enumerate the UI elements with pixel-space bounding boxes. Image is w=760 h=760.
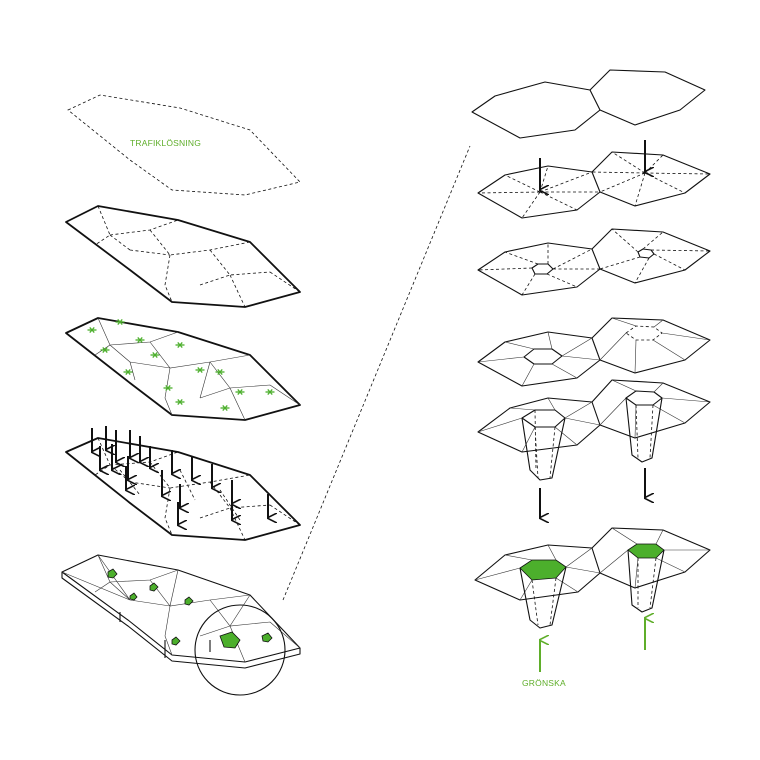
plant-icon	[135, 336, 145, 344]
detail-callout	[194, 145, 471, 696]
plant-icon	[195, 366, 205, 374]
layer-canopy-3d	[61, 554, 301, 669]
plant-icon	[163, 384, 173, 392]
plant-icon	[235, 388, 245, 396]
plant-icon	[265, 388, 275, 396]
plant-icon	[123, 368, 133, 376]
step-funnels-green	[474, 527, 711, 629]
layer-traffic-outline: TRAFIKLÖSNING	[67, 94, 301, 196]
layer-planting	[65, 317, 301, 421]
plant-icon	[175, 398, 185, 406]
traffic-label: TRAFIKLÖSNING	[130, 138, 201, 148]
step-hex-outline	[471, 69, 706, 139]
layer-load-arrows	[65, 426, 301, 541]
plant-symbols	[87, 318, 275, 412]
plant-icon	[87, 326, 97, 334]
plant-icon	[220, 404, 230, 412]
step-hex-radial	[477, 140, 711, 219]
down-arrows-left	[91, 426, 268, 525]
greenery-label: GRÖNSKA	[522, 678, 566, 688]
plant-icon	[100, 346, 110, 354]
plant-icon	[175, 341, 185, 349]
plant-icon	[215, 368, 225, 376]
step-funnels	[477, 379, 711, 481]
step-hex-ring	[477, 317, 711, 387]
layer-voronoi-outline	[65, 205, 301, 308]
step-hex-center	[477, 228, 711, 296]
plant-icon	[150, 351, 160, 359]
plant-icon	[115, 318, 125, 326]
